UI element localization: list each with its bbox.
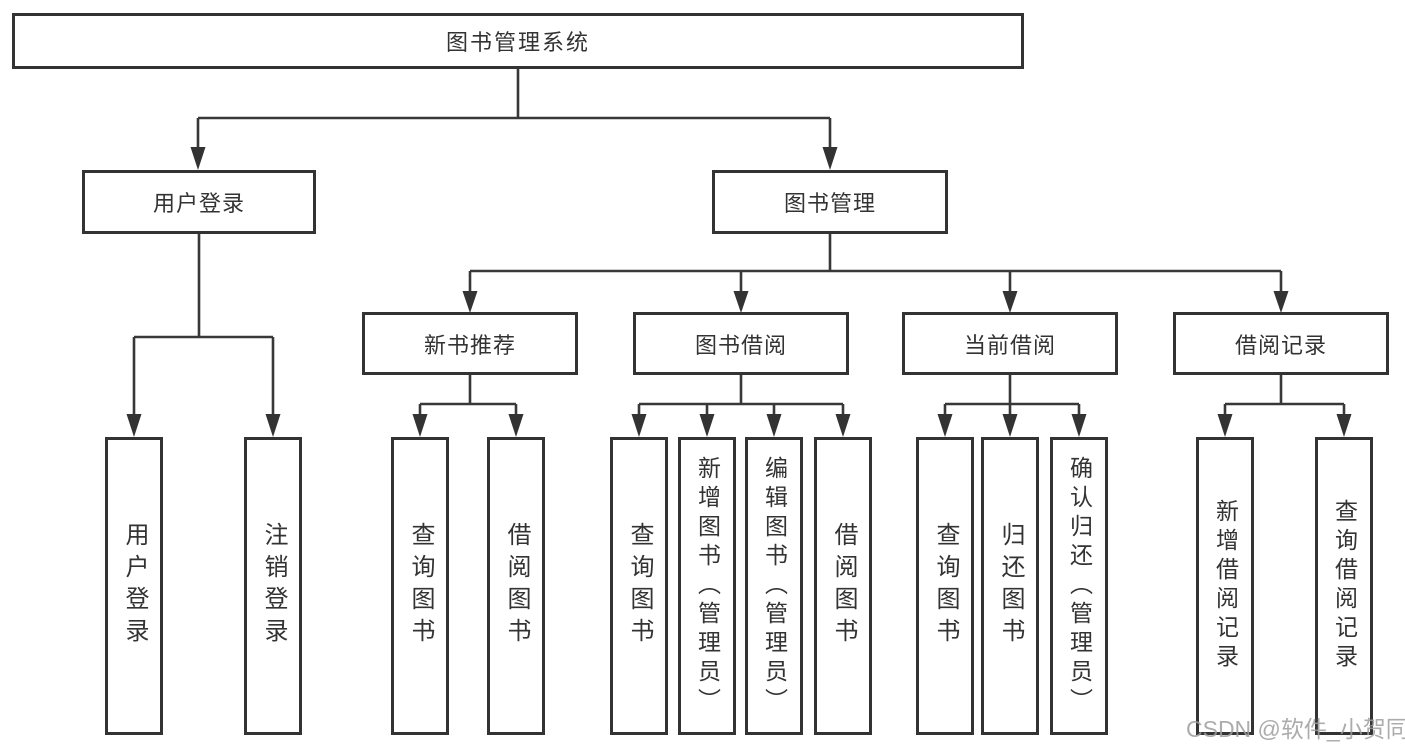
leaf-add-borrow-record-label: 新增借阅记录 [1212,499,1239,673]
leaf-query-books-current: 查询图书 [916,437,974,735]
leaf-edit-books-admin: 编辑图书（管理员） [745,437,803,735]
node-book-borrow: 图书借阅 [633,312,849,375]
leaf-borrow-books-recommend-label: 借阅图书 [503,522,530,650]
leaf-user-login: 用户登录 [105,437,163,735]
node-borrow-records: 借阅记录 [1173,312,1389,375]
leaf-query-borrow-record-label: 查询借阅记录 [1331,499,1358,673]
leaf-logout-label: 注销登录 [260,522,287,650]
arrowheads [126,147,1352,437]
leaf-add-books-admin-label: 新增图书（管理员） [694,455,721,717]
leaf-borrow-books-label: 借阅图书 [830,522,857,650]
node-book-management: 图书管理 [712,170,948,234]
csdn-watermark: CSDN @软件_小贺同学 [1186,716,1405,742]
leaf-user-login-label: 用户登录 [121,522,148,650]
connector-lines [132,69,1346,418]
node-current-borrow: 当前借阅 [902,312,1118,375]
leaf-borrow-books-recommend: 借阅图书 [487,437,545,735]
leaf-query-books-recommend: 查询图书 [391,437,449,735]
leaf-edit-books-admin-label: 编辑图书（管理员） [761,455,788,717]
node-user-login: 用户登录 [82,170,316,234]
leaf-confirm-return-admin-label: 确认归还（管理员） [1066,455,1093,717]
leaf-query-books-current-label: 查询图书 [932,522,959,650]
node-new-book-recommend: 新书推荐 [362,312,578,375]
leaf-return-books: 归还图书 [981,437,1039,735]
leaf-query-borrow-record: 查询借阅记录 [1315,437,1373,735]
leaf-logout: 注销登录 [244,437,302,735]
leaf-borrow-books: 借阅图书 [814,437,872,735]
leaf-add-books-admin: 新增图书（管理员） [678,437,736,735]
leaf-add-borrow-record: 新增借阅记录 [1196,437,1254,735]
leaf-query-books-borrow-label: 查询图书 [626,522,653,650]
leaf-query-books-recommend-label: 查询图书 [407,522,434,650]
leaf-query-books-borrow: 查询图书 [610,437,668,735]
leaf-return-books-label: 归还图书 [997,522,1024,650]
leaf-confirm-return-admin: 确认归还（管理员） [1050,437,1108,735]
node-root: 图书管理系统 [12,13,1024,69]
